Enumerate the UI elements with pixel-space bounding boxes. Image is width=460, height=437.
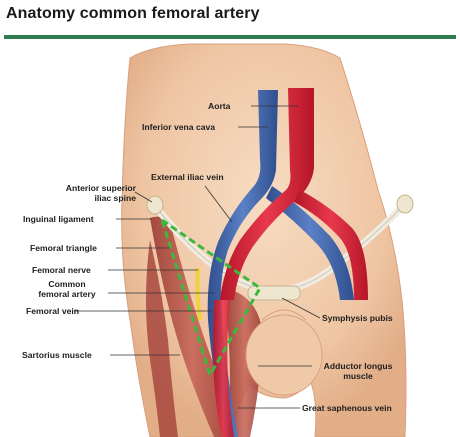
label-adductor-line1: Adductor longus: [312, 361, 404, 371]
label-femoral-triangle: Femoral triangle: [30, 243, 97, 253]
label-adductor-line2: muscle: [312, 371, 404, 381]
genital-shape: [246, 315, 322, 395]
label-femoral-nerve: Femoral nerve: [32, 265, 91, 275]
label-asis-line2: iliac spine: [26, 193, 136, 203]
asis-right-shape: [397, 195, 413, 213]
label-symphysis-pubis: Symphysis pubis: [322, 313, 393, 323]
label-inferior-vena-cava: Inferior vena cava: [142, 122, 215, 132]
label-great-saphenous-vein: Great saphenous vein: [302, 403, 392, 413]
label-external-iliac-vein: External iliac vein: [151, 172, 224, 182]
label-cfa-line2: femoral artery: [22, 289, 112, 299]
label-sartorius-muscle: Sartorius muscle: [22, 350, 92, 360]
asis-left-shape: [147, 196, 163, 214]
label-inguinal-ligament: Inguinal ligament: [23, 214, 94, 224]
label-asis-line1: Anterior superior: [26, 183, 136, 193]
label-aorta: Aorta: [208, 101, 230, 111]
label-cfa-line1: Common: [22, 279, 112, 289]
label-femoral-vein: Femoral vein: [26, 306, 79, 316]
